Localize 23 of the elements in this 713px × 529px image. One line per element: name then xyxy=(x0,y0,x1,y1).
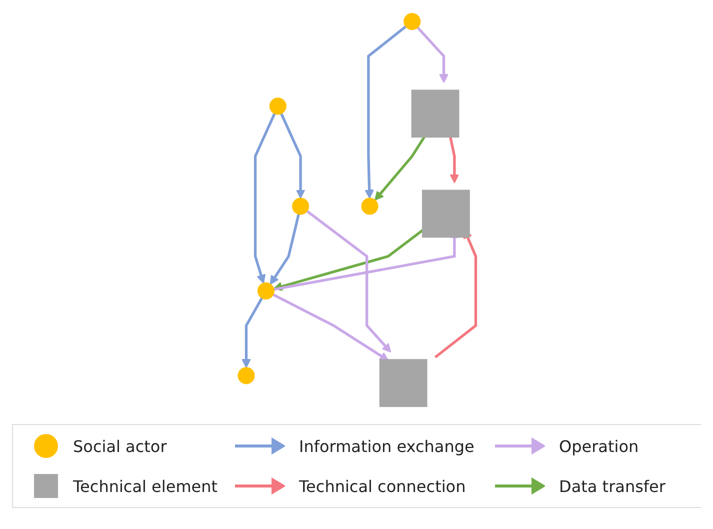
arrow xyxy=(269,214,300,285)
node-circle xyxy=(292,198,309,215)
node-box xyxy=(421,190,470,238)
node-circle xyxy=(360,198,378,215)
arrow xyxy=(280,112,305,199)
legend-label: Social actor xyxy=(73,436,167,456)
legend-label: Technical connection xyxy=(299,476,466,496)
arrow xyxy=(306,210,391,353)
arrow xyxy=(272,293,388,362)
node-circle xyxy=(256,282,274,300)
legend-label: Information exchange xyxy=(299,436,474,456)
node-circle xyxy=(403,12,420,30)
legend-label: Operation xyxy=(559,436,639,456)
arrow xyxy=(364,25,406,199)
node-circle xyxy=(268,98,286,115)
node-box xyxy=(410,90,459,138)
node-box xyxy=(378,359,427,408)
arrow xyxy=(253,112,276,284)
legend-label: Data transfer xyxy=(559,476,666,496)
node-circle xyxy=(237,367,254,384)
legend-label: Technical element xyxy=(73,476,218,496)
arrow xyxy=(416,26,448,84)
arrow xyxy=(241,297,263,368)
